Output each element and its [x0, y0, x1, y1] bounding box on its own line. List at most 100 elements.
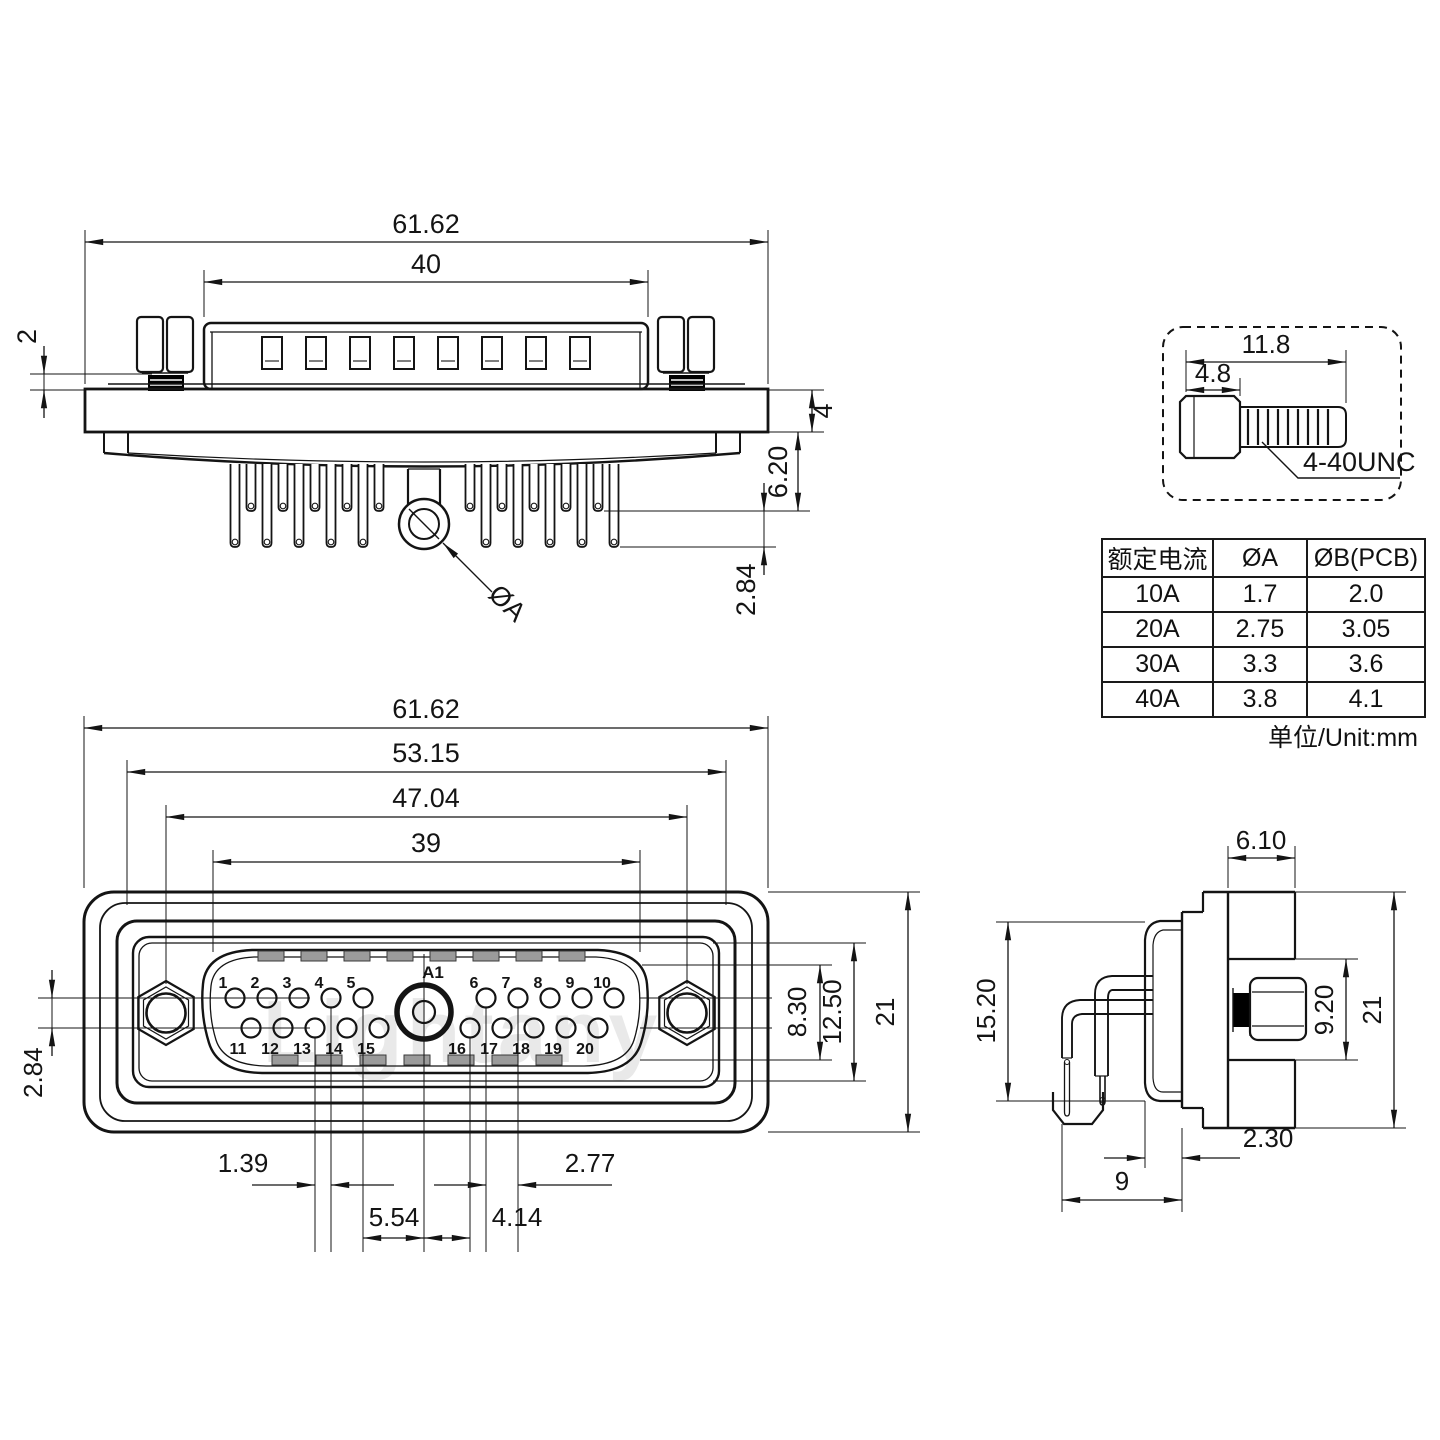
table-cell: 1.7 [1212, 576, 1308, 613]
top-dim-shell-depth [604, 432, 810, 512]
front-shell-outlines [82, 890, 770, 1134]
side-bent-pins [1061, 975, 1153, 1117]
front-dim-overall-width [83, 716, 769, 888]
side-dim-bracket-depth [1227, 846, 1296, 888]
screw-dim-head-length [1186, 378, 1241, 396]
front-dim-overall-height-label: 21 [870, 998, 900, 1027]
front-view [38, 716, 920, 1252]
thread-spec-leader [1261, 441, 1400, 479]
front-dim-overall-height [768, 891, 920, 1133]
table-row: 40A 3.8 4.1 [1101, 681, 1426, 718]
pin-label-6: 6 [470, 975, 479, 992]
top-dim-pin-tip-offset-label: 2.84 [731, 563, 761, 616]
current-rating-table: 额定电流 ØA ØB(PCB) 10A 1.7 2.0 20A 2.75 3.0… [1101, 538, 1426, 718]
front-dim-insert-inner-height [640, 964, 832, 1061]
d-insert [201, 948, 649, 1075]
pin-label-3: 3 [283, 975, 292, 992]
pin-label-11: 11 [230, 1041, 247, 1058]
table-header-row: 额定电流 ØA ØB(PCB) [1101, 538, 1426, 578]
pin-label-17: 17 [480, 1041, 498, 1058]
jack-screw-left [135, 315, 195, 391]
pin-label-2: 2 [251, 975, 260, 992]
side-dim-lip-thickness-label: 2.30 [1243, 1123, 1294, 1153]
table-cell: 3.3 [1212, 646, 1308, 683]
top-dim-overall-width [84, 230, 769, 384]
top-dim-shell-depth-label: 6.20 [763, 446, 793, 499]
hex-nut-right [658, 979, 716, 1047]
pin-label-19: 19 [544, 1041, 562, 1058]
pin-label-4: 4 [315, 975, 324, 992]
front-dim-shell-width-label: 53.15 [392, 738, 460, 768]
pin-label-5: 5 [347, 975, 356, 992]
front-dim-pin-stagger-label: 1.39 [218, 1148, 269, 1178]
pin-label-1: 1 [219, 975, 228, 992]
thread-spec-label: 4-40UNC [1303, 447, 1416, 477]
mounting-flange-rear [83, 383, 770, 434]
front-dim-insert-width-label: 39 [411, 828, 441, 858]
pin-label-12: 12 [261, 1041, 279, 1058]
front-dim-pin-pitch-label: 2.77 [565, 1148, 616, 1178]
table-cell: 2.0 [1306, 576, 1426, 613]
side-dim-insulator-height [996, 921, 1145, 1102]
front-pins [224, 982, 625, 1042]
table-cell: 2.75 [1212, 611, 1308, 648]
pin-label-9: 9 [566, 975, 575, 992]
screw-dim-head-length-label: 4.8 [1195, 358, 1231, 388]
screw-detail-box [1162, 326, 1402, 501]
unit-note: 单位/Unit:mm [1267, 724, 1418, 752]
table-cell: 30A [1101, 646, 1214, 683]
front-dim-shell-width [126, 760, 727, 905]
side-dim-overall-height-label: 21 [1357, 996, 1387, 1025]
pin-label-a1: A1 [422, 963, 444, 982]
pin-number-labels: 1 2 3 4 5 6 7 8 9 10 11 12 13 14 15 16 1… [219, 963, 611, 1058]
side-dim-lip-thickness [1104, 1101, 1240, 1168]
shell-skirt [103, 432, 741, 468]
pin-row-reference-lines [38, 997, 772, 1029]
center-power-pin-front [394, 982, 454, 1042]
table-cell: 20A [1101, 611, 1214, 648]
pin-label-15: 15 [357, 1041, 375, 1058]
table-header-dia-b-pcb: ØB(PCB) [1306, 538, 1426, 578]
side-wire-bracket [1051, 1092, 1105, 1126]
side-flange-plate [1180, 890, 1297, 1130]
front-dim-insert-height-label: 12.50 [817, 979, 847, 1044]
front-dim-row-spacing-label: 2.84 [18, 1047, 48, 1098]
side-dim-screw-zone-height-label: 9.20 [1309, 985, 1339, 1036]
pin-label-16: 16 [448, 1041, 466, 1058]
top-dim-insulator-width-label: 40 [411, 249, 441, 279]
table-cell: 3.6 [1306, 646, 1426, 683]
screw-drawing [1178, 394, 1347, 460]
table-row: 30A 3.3 3.6 [1101, 646, 1426, 683]
jack-screw-right [656, 315, 716, 391]
front-dim-screw-spacing [165, 805, 688, 984]
top-dim-pin-tip-offset [620, 483, 776, 575]
pin-label-13: 13 [293, 1041, 311, 1058]
screw-dim-overall-length [1185, 350, 1347, 403]
front-dim-a1-to-pin16-label: 4.14 [492, 1202, 543, 1232]
top-dim-screw-standoff-label: 2 [12, 329, 42, 344]
pin-label-14: 14 [325, 1041, 343, 1058]
center-pin-diameter-label: ØA [483, 579, 532, 628]
side-dim-overall-height [1232, 891, 1406, 1129]
side-dim-pin-offset [1061, 1124, 1183, 1212]
screw-detail [1162, 326, 1402, 501]
top-dim-insulator-width [203, 270, 649, 317]
front-dim-insert-inner-height-label: 8.30 [782, 987, 812, 1038]
table-cell: 3.8 [1212, 681, 1308, 718]
pin-label-10: 10 [593, 975, 611, 992]
pin-label-20: 20 [576, 1041, 594, 1058]
top-view [30, 230, 824, 593]
center-power-pin-rear [397, 468, 493, 593]
side-dim-pin-offset-label: 9 [1115, 1166, 1129, 1196]
front-dim-pin5-to-a1-label: 5.54 [369, 1202, 420, 1232]
front-dim-insert-height [713, 942, 866, 1082]
side-view [996, 846, 1406, 1212]
polarization-notches [257, 950, 586, 1066]
side-dim-bracket-depth-label: 6.10 [1236, 825, 1287, 855]
table-header-rated-current: 额定电流 [1101, 538, 1214, 578]
top-dim-overall-width-label: 61.62 [392, 209, 460, 239]
hex-nut-left [137, 979, 195, 1047]
side-dim-insulator-height-label: 15.20 [971, 978, 1001, 1043]
insulator-body-rear [202, 321, 650, 391]
